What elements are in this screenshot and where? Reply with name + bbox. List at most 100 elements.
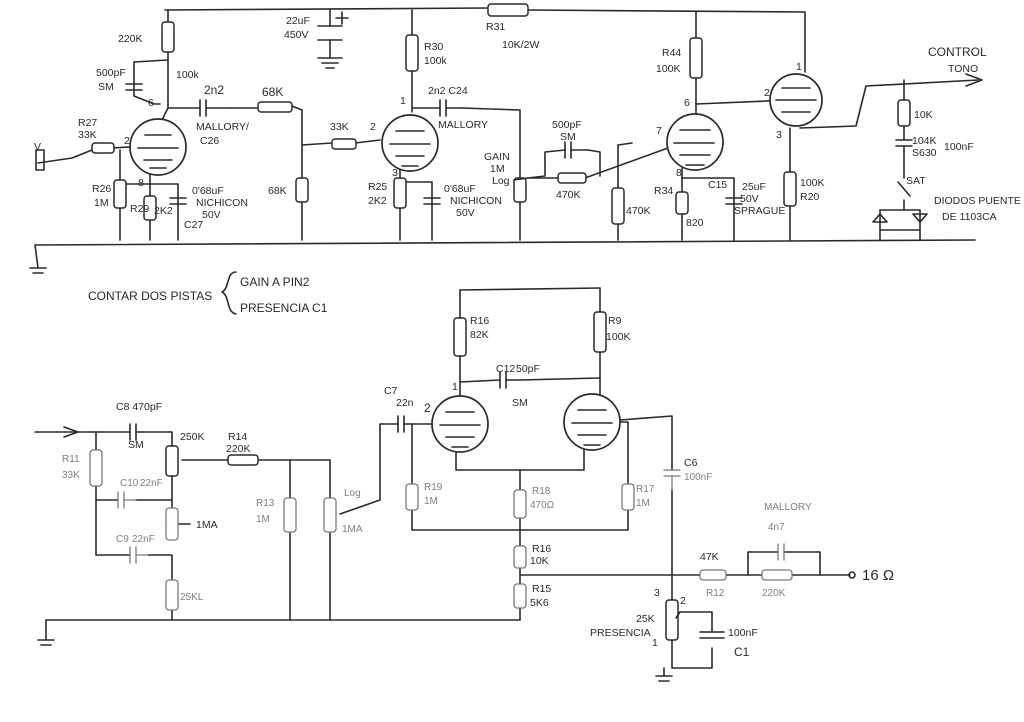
label-input-v: V [34, 141, 41, 153]
note-contar: CONTAR DOS PISTAS [88, 289, 212, 303]
label-c500pf-b: 500pF [552, 119, 582, 131]
label-sm-d: SM [512, 397, 528, 409]
label-r220k-b: 220K [226, 443, 251, 455]
label-presencia: PRESENCIA [590, 627, 651, 639]
label-r82k: 82K [470, 329, 489, 341]
label-r220k-c: 220K [762, 588, 786, 599]
label-r13: R13 [256, 498, 275, 509]
label-r34: R34 [654, 185, 673, 197]
label-r820: 820 [686, 217, 704, 229]
top-capacitors [125, 25, 913, 205]
label-control: CONTROL [928, 45, 987, 59]
label-r1ma-a: 1MA [196, 519, 218, 531]
label-pin7: 7 [656, 125, 662, 137]
label-c15: C15 [708, 179, 727, 191]
label-r18: R18 [532, 486, 551, 497]
label-c26: C26 [200, 135, 219, 147]
label-r11: R11 [62, 454, 80, 465]
bottom-labels: C8 470pF SM 250K R14 220K R11 33K C10 22… [62, 315, 894, 659]
label-c9: C9 [116, 534, 129, 545]
label-r16b: R16 [532, 543, 551, 555]
label-log-b: Log [344, 488, 361, 499]
label-c12: C12 [496, 363, 515, 375]
note-presencia-c1: PRESENCIA C1 [240, 301, 328, 315]
label-r68k-a: 68K [262, 85, 283, 99]
label-v50-c: 50V [740, 193, 759, 205]
label-v50-a: 50V [202, 209, 221, 221]
label-mallory-b: MALLORY [438, 119, 488, 131]
top-labels: 220K 500pF SM 100k 6 2n2 MALLORY/ C26 68… [34, 15, 1021, 231]
note-gain-a-pin2: GAIN A PIN2 [240, 275, 310, 289]
label-c27: C27 [184, 219, 203, 231]
label-nichicon-b: NICHICON [450, 195, 502, 207]
label-c25uf: 25uF [742, 181, 766, 193]
label-c22nf-a: 22nF [140, 478, 163, 489]
label-pin6-b: 6 [684, 97, 690, 109]
label-r1m-c: 1M [424, 496, 438, 507]
label-pin2-b: 2 [370, 121, 376, 133]
label-pin6-a: 6 [148, 97, 154, 109]
label-c2n2-b: 2n2 C24 [428, 85, 468, 97]
label-pin1-a: 1 [400, 95, 406, 107]
label-r10k12w: 10K/2W [502, 39, 539, 51]
label-r25: R25 [368, 181, 387, 193]
label-r25k: 25K [636, 613, 655, 625]
label-r16: R16 [470, 315, 489, 327]
label-pin1-d: 1 [652, 637, 658, 649]
label-pin2-c: 2 [764, 87, 770, 99]
label-gain-1m: 1M [490, 163, 505, 175]
label-pin8-b: 8 [676, 167, 682, 179]
label-c22uf: 22uF [286, 15, 310, 27]
label-r2k2-b: 2K2 [368, 195, 387, 207]
label-gain: GAIN [484, 151, 510, 163]
label-c068-b: 0'68uF [444, 183, 476, 195]
label-diodos: DIODOS PUENTE [934, 195, 1021, 207]
label-r1ma-b: 1MA [342, 524, 363, 535]
bottom-capacitors [117, 371, 785, 564]
label-r44: R44 [662, 47, 681, 59]
label-r470k-b: 470K [626, 205, 651, 217]
label-r33k-b: 33K [330, 121, 349, 133]
bottom-tubes [431, 393, 621, 453]
note-block: CONTAR DOS PISTAS GAIN A PIN2 PRESENCIA … [88, 271, 328, 315]
label-r10kb: 10K [530, 555, 549, 567]
label-c22nf-b: 22nF [132, 534, 155, 545]
label-r220k: 220K [118, 33, 143, 45]
label-v50-b: 50V [456, 207, 475, 219]
label-s630: S630 [912, 147, 937, 159]
label-c7: C7 [384, 385, 398, 397]
label-pin3-b: 3 [776, 129, 782, 141]
label-r1m-a: 1M [94, 197, 109, 209]
top-resistors [91, 3, 911, 225]
bottom-circuit-wires [34, 287, 856, 682]
label-pin2-e: 2 [680, 595, 686, 607]
label-r26: R26 [92, 183, 111, 195]
label-r20: R20 [800, 191, 819, 203]
label-r15: R15 [532, 583, 551, 595]
label-r100k-c: 100K [656, 63, 681, 75]
label-c100nf-b: 100nF [684, 472, 712, 483]
label-r14: R14 [228, 431, 247, 443]
label-c500pf-a: 500pF [96, 67, 126, 79]
label-c100nf-a: 100nF [944, 141, 974, 153]
label-r100k-e: 100K [606, 331, 631, 343]
label-r31: R31 [486, 21, 505, 33]
top-tubes [129, 73, 823, 176]
label-r17: R17 [636, 484, 655, 495]
label-r10k: 10K [914, 109, 933, 121]
label-mallory-a: MALLORY/ [196, 121, 249, 133]
label-r12: R12 [706, 588, 725, 599]
label-pin2-a: 2 [124, 135, 130, 147]
label-c22n: 22n [396, 397, 414, 409]
label-c068-a: 0'68uF [192, 185, 224, 197]
label-r29: R29 [130, 203, 149, 215]
label-c8: C8 470pF [116, 401, 162, 413]
label-r250k: 250K [180, 431, 205, 443]
label-pin1-c: 1 [452, 381, 458, 393]
label-out16: 16 Ω [862, 567, 894, 584]
label-r19: R19 [424, 482, 443, 493]
label-sat: SAT [906, 175, 926, 187]
label-r33k-a: 33K [78, 129, 97, 141]
